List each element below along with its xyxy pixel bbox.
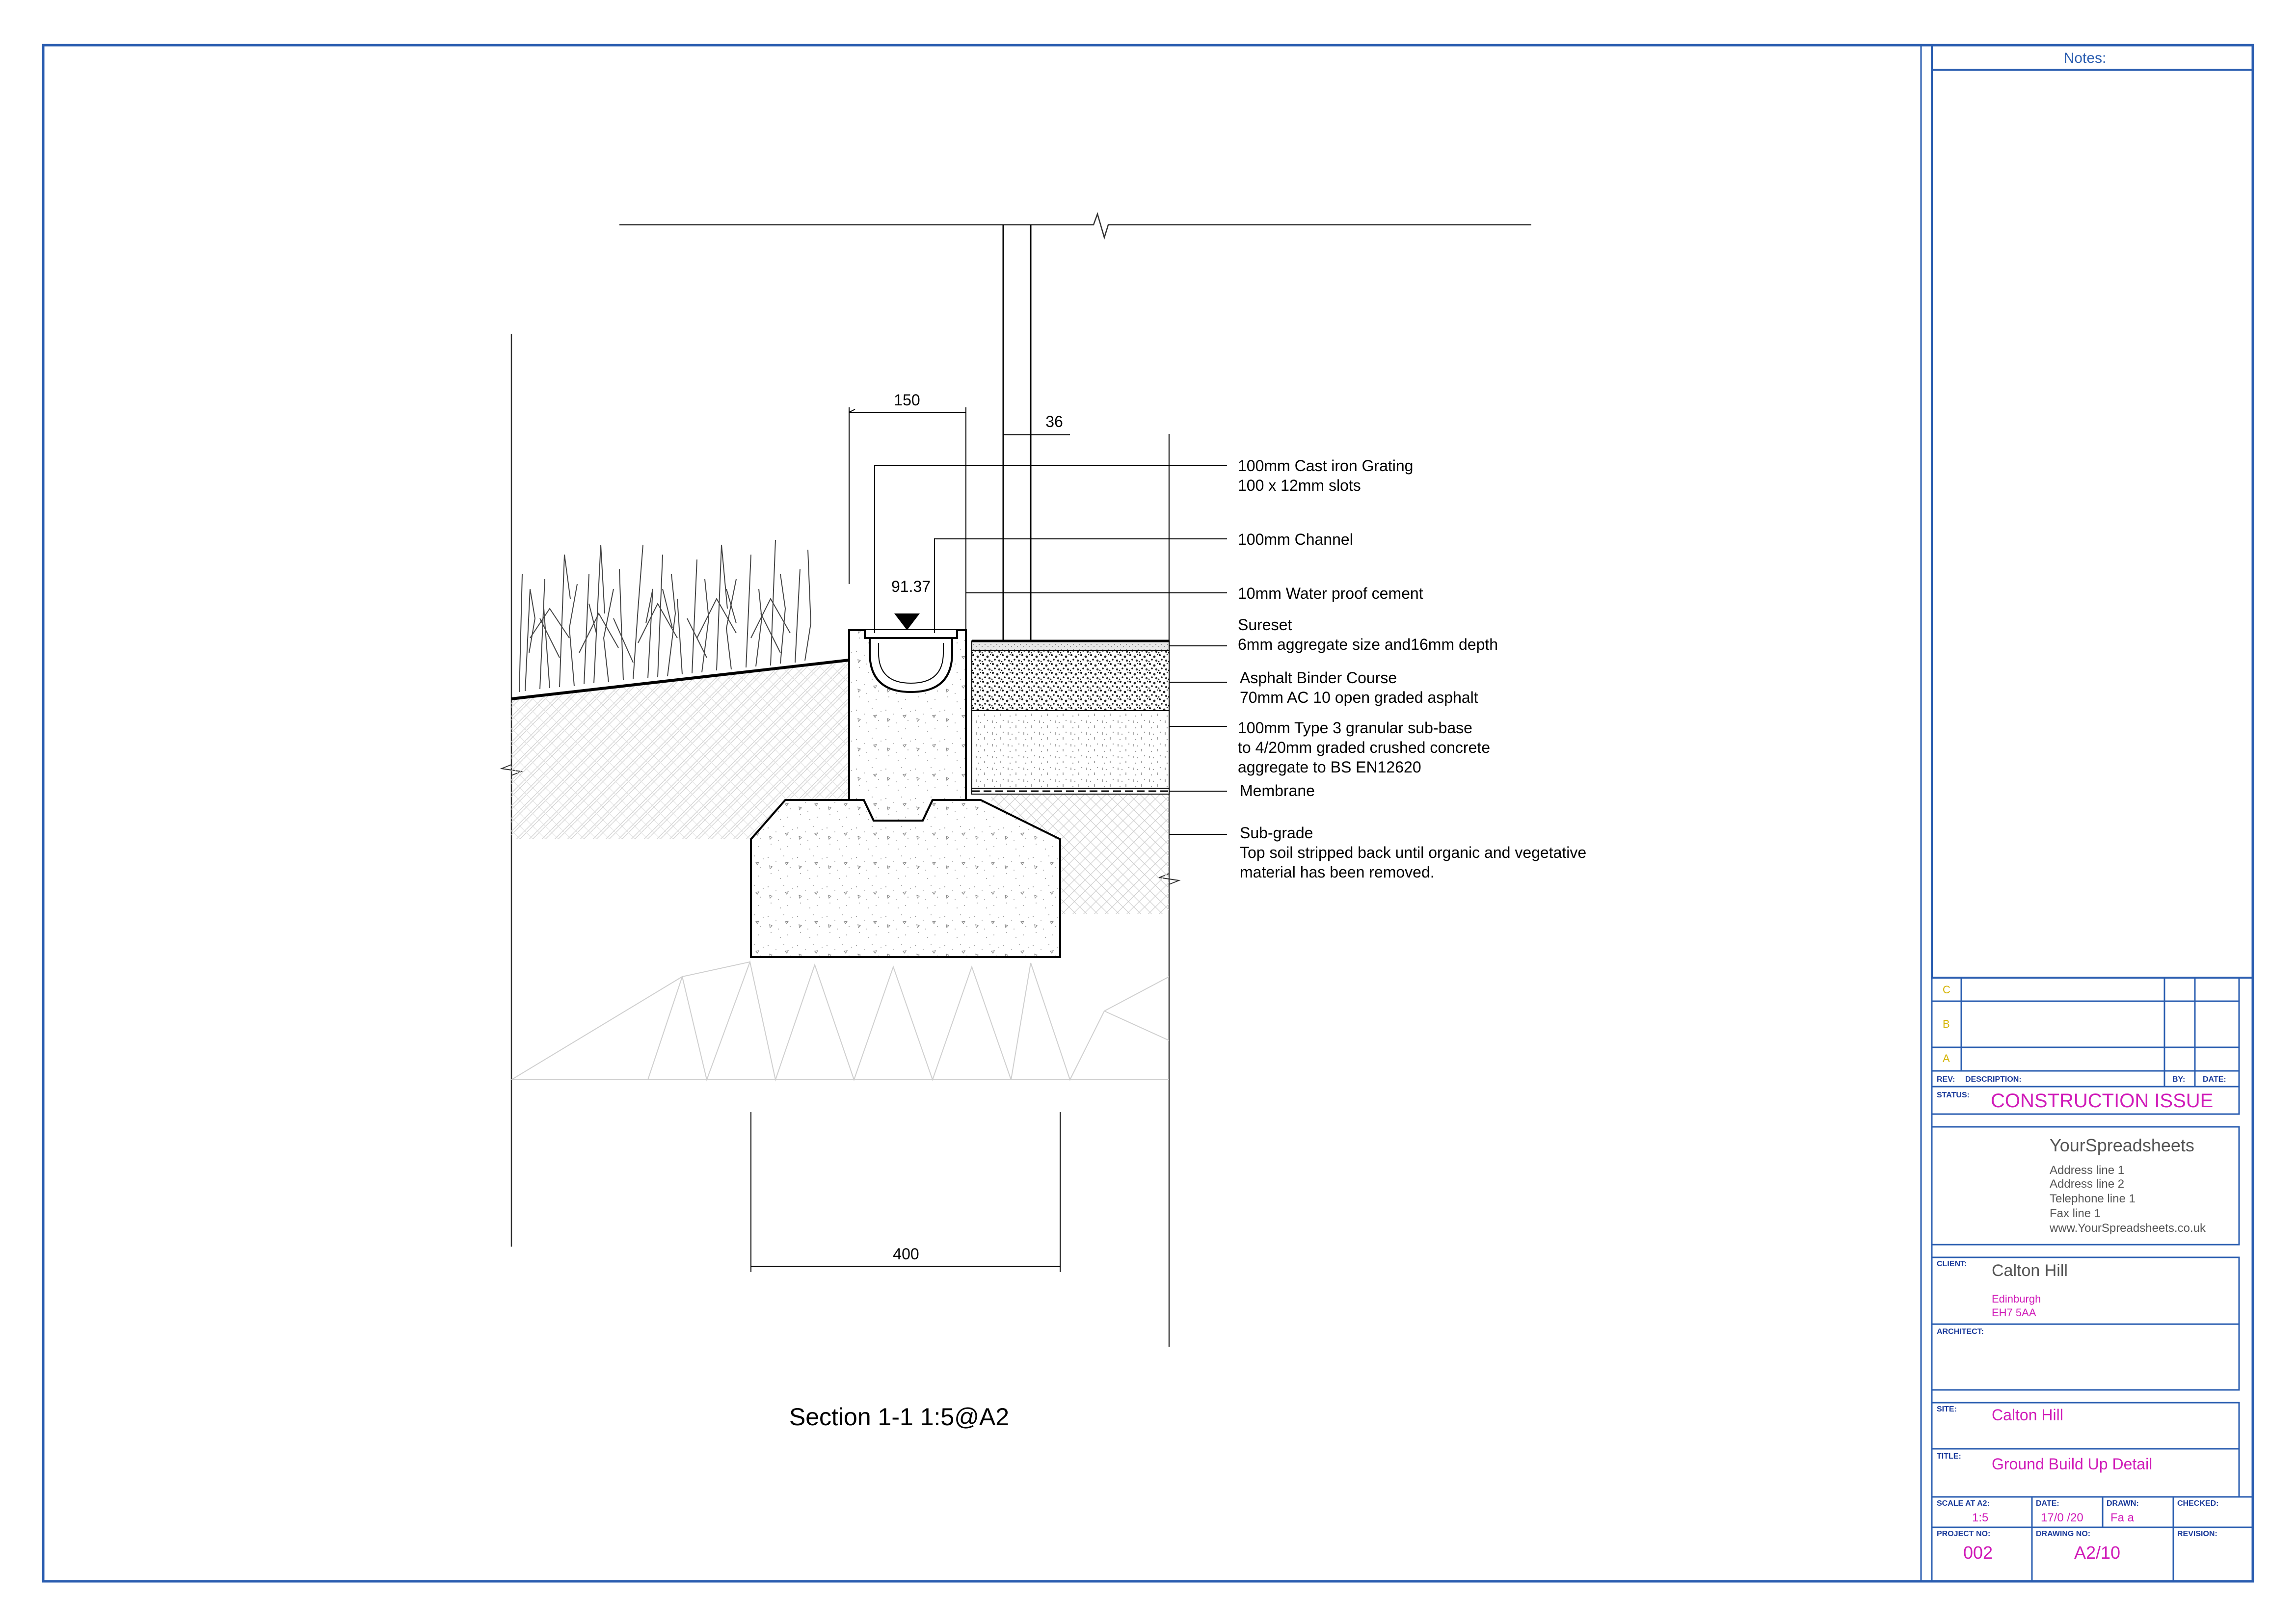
foundation-block — [750, 799, 1061, 958]
architect-panel — [1931, 1323, 2240, 1391]
date-value: 17/0 /20 — [2041, 1511, 2083, 1524]
rev-label: REV: — [1937, 1075, 1955, 1084]
notes-label: Notes: — [2064, 50, 2107, 66]
revision-table — [1931, 977, 2240, 1115]
project-no-value: 002 — [1963, 1543, 1993, 1563]
client-postcode: EH7 5AA — [1992, 1306, 2036, 1319]
site-label: SITE: — [1937, 1405, 1957, 1413]
client-name: Calton Hill — [1992, 1261, 2068, 1280]
company-panel — [1931, 1126, 2240, 1246]
top-break-line — [619, 212, 1531, 240]
company-address-1: Address line 1 — [2050, 1164, 2124, 1177]
title-value: Ground Build Up Detail — [1992, 1455, 2152, 1473]
ann-subgrade-3: material has been removed. — [1240, 863, 1435, 881]
project-no-label: PROJECT NO: — [1937, 1530, 1990, 1538]
title-label: TITLE: — [1937, 1452, 1961, 1461]
dimension-150: 150 — [849, 391, 966, 633]
date-label: DATE: — [2036, 1499, 2059, 1508]
dim-150-label: 150 — [894, 391, 920, 409]
date-col-label: DATE: — [2203, 1075, 2226, 1084]
client-panel — [1931, 1256, 2240, 1325]
dim-36-label: 36 — [1045, 413, 1063, 430]
ann-binder-2: 70mm AC 10 open graded asphalt — [1240, 689, 1478, 706]
revision-label: REVISION: — [2177, 1530, 2217, 1538]
revision-row-a: A — [1943, 1052, 1950, 1065]
dim-400-label: 400 — [893, 1245, 919, 1263]
company-name: YourSpreadsheets — [2050, 1135, 2194, 1155]
dimension-36: 36 — [1003, 413, 1070, 435]
section-detail: 150 36 91.37 400 100mm Cast — [500, 212, 1586, 1431]
asphalt-layer — [971, 650, 1170, 711]
scale-value: 1:5 — [1972, 1511, 1988, 1524]
site-value: Calton Hill — [1992, 1406, 2063, 1424]
title-block: Notes: C B A REV: DESCRIPTION: BY: DATE:… — [1920, 44, 2254, 1582]
grass-hatch — [519, 539, 812, 692]
ann-subbase-1: 100mm Type 3 granular sub-base — [1238, 719, 1472, 737]
ann-grating-1: 100mm Cast iron Grating — [1238, 457, 1413, 475]
ann-sureset-2: 6mm aggregate size and16mm depth — [1238, 636, 1498, 653]
ann-subbase-3: aggregate to BS EN12620 — [1238, 758, 1421, 776]
drawing-no-value: A2/10 — [2074, 1543, 2120, 1563]
description-label: DESCRIPTION: — [1965, 1075, 2022, 1084]
ann-channel: 100mm Channel — [1238, 531, 1353, 548]
dimension-400: 400 — [750, 1112, 1061, 1272]
subbase-layer — [971, 710, 1170, 789]
architect-label: ARCHITECT: — [1937, 1328, 1984, 1336]
annotations: 100mm Cast iron Grating 100 x 12mm slots… — [1238, 457, 1586, 881]
site-panel — [1931, 1402, 2240, 1450]
scale-label: SCALE AT A2: — [1937, 1499, 1990, 1508]
drawing-info-grid — [1931, 1496, 2254, 1582]
company-telephone: Telephone line 1 — [2050, 1192, 2136, 1205]
drawn-label: DRAWN: — [2107, 1499, 2139, 1508]
ann-membrane: Membrane — [1240, 782, 1315, 799]
left-soil-hatch — [511, 660, 853, 839]
company-address-2: Address line 2 — [2050, 1177, 2124, 1191]
company-fax: Fax line 1 — [2050, 1207, 2101, 1220]
status-label: STATUS: — [1937, 1091, 1970, 1099]
section-title: Section 1-1 1:5@A2 — [789, 1403, 1009, 1431]
ann-sureset-1: Sureset — [1238, 616, 1292, 634]
leader-lines — [874, 465, 1227, 835]
by-label: BY: — [2172, 1075, 2185, 1084]
ann-cement: 10mm Water proof cement — [1238, 585, 1423, 602]
revision-row-c: C — [1943, 984, 1950, 996]
client-city: Edinburgh — [1992, 1293, 2041, 1305]
right-soil-hatch — [991, 794, 1169, 914]
ann-binder-1: Asphalt Binder Course — [1240, 669, 1397, 687]
status-value: CONSTRUCTION ISSUE — [1991, 1090, 2213, 1112]
level-marker — [894, 613, 920, 630]
ann-subgrade-1: Sub-grade — [1240, 824, 1313, 842]
ann-subbase-2: to 4/20mm graded crushed concrete — [1238, 739, 1490, 756]
drawn-value: Fa a — [2110, 1511, 2135, 1524]
checked-label: CHECKED: — [2177, 1499, 2218, 1508]
ground-triangulation — [511, 960, 1170, 1082]
revision-row-b: B — [1943, 1018, 1950, 1030]
ann-grating-2: 100 x 12mm slots — [1238, 477, 1361, 494]
sureset-layer — [971, 640, 1170, 651]
ann-subgrade-2: Top soil stripped back until organic and… — [1240, 844, 1586, 861]
drawing-no-label: DRAWING NO: — [2036, 1530, 2090, 1538]
level-label: 91.37 — [891, 578, 931, 595]
client-label: CLIENT: — [1937, 1260, 1967, 1268]
company-website: www.YourSpreadsheets.co.uk — [2049, 1222, 2206, 1235]
